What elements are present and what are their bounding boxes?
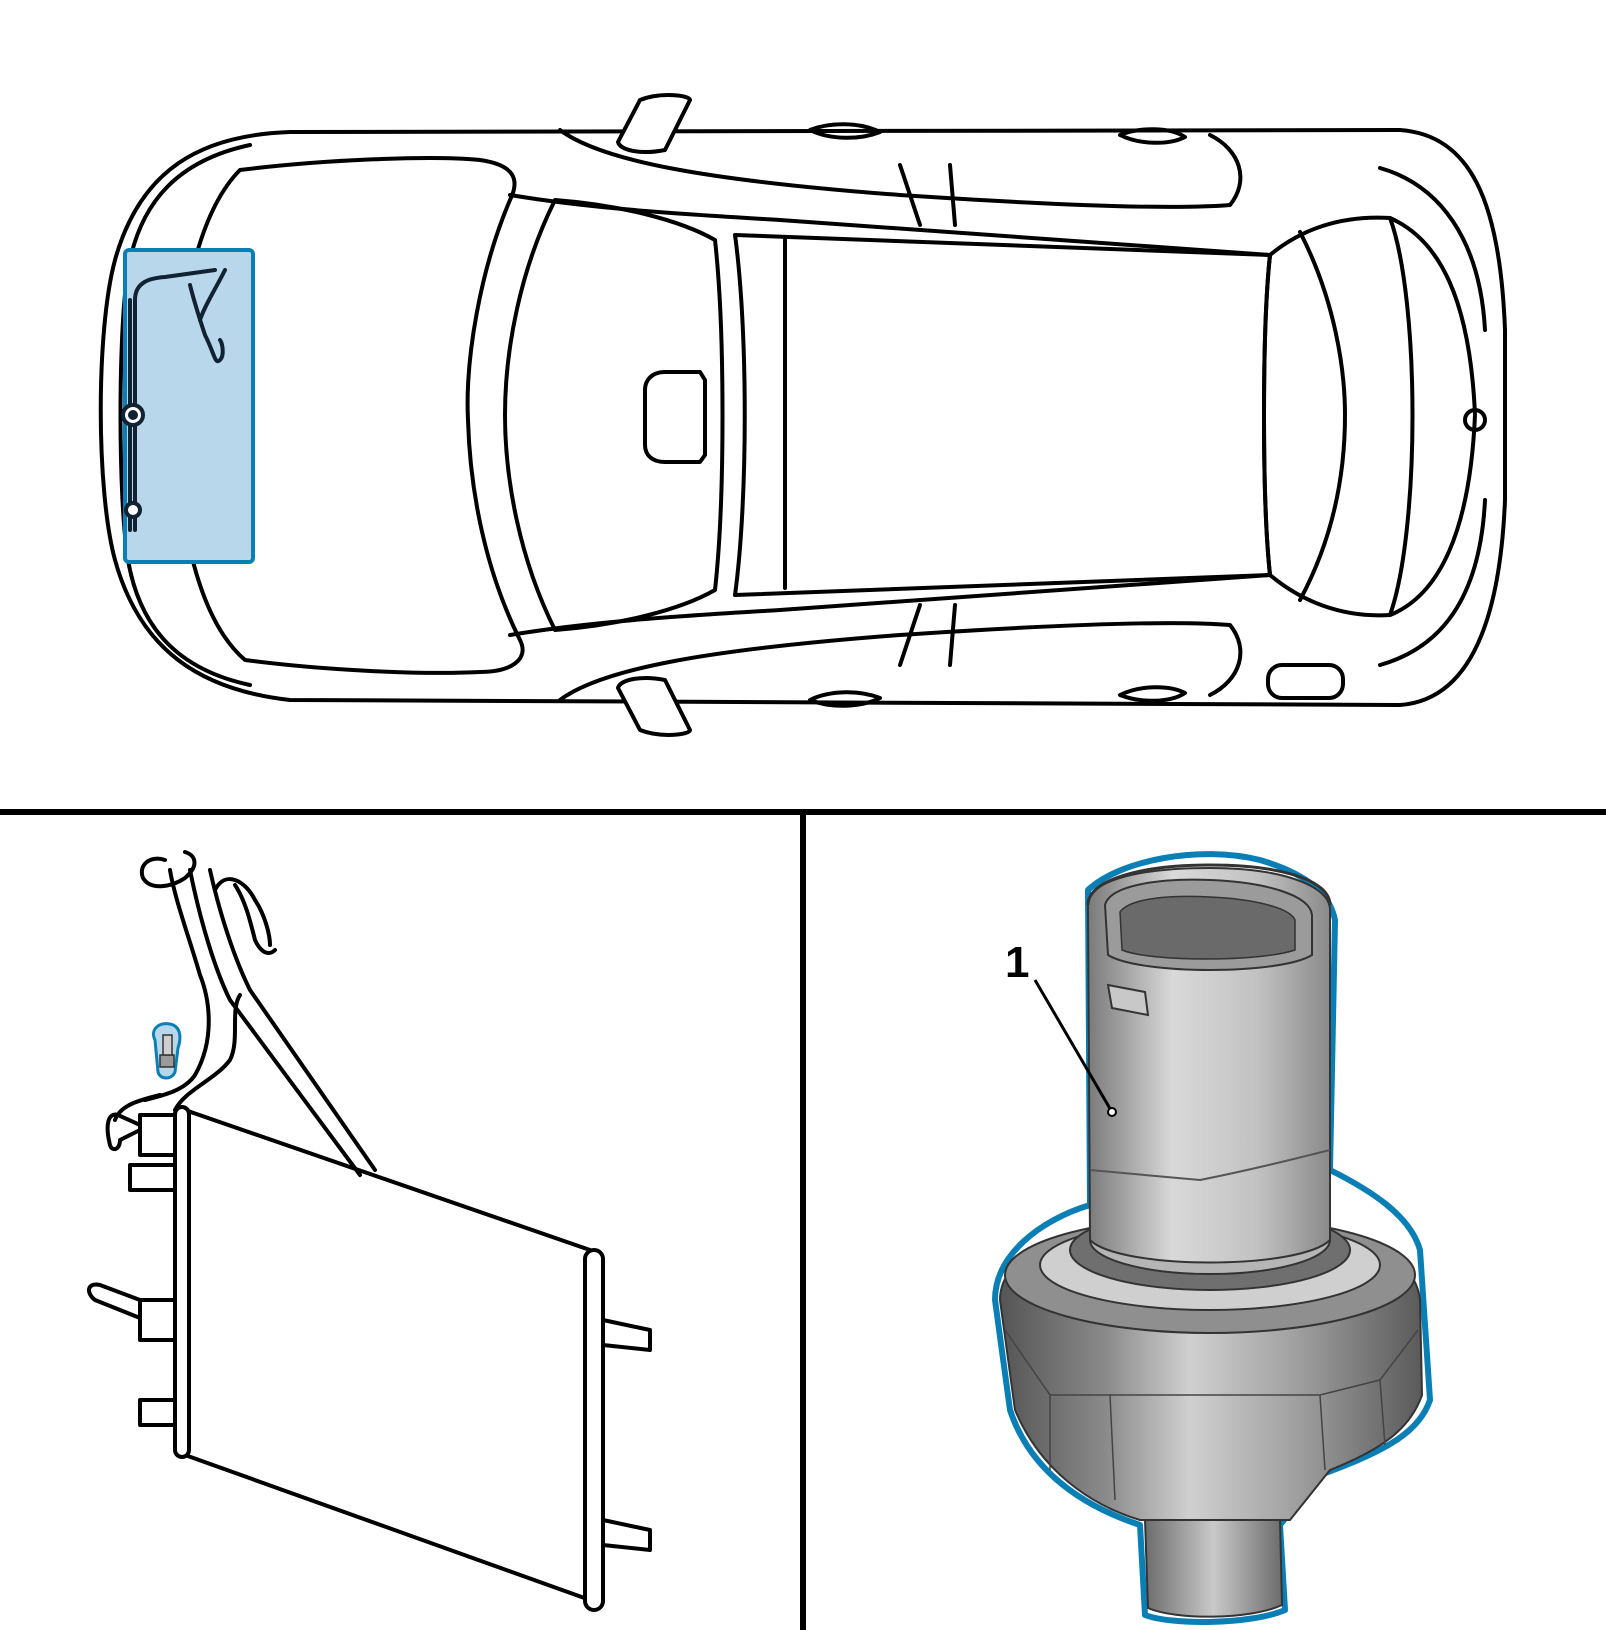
callout-1: 1	[1005, 938, 1117, 1117]
car-top-view	[98, 93, 1507, 737]
pressure-sensor-detail	[992, 851, 1433, 1625]
callout-1-label: 1	[1005, 938, 1029, 987]
engine-bay-highlight	[121, 248, 255, 564]
pressure-sensor-location	[152, 1022, 182, 1080]
condenser-assembly	[87, 850, 652, 1612]
panel-dividers	[0, 809, 1606, 1630]
